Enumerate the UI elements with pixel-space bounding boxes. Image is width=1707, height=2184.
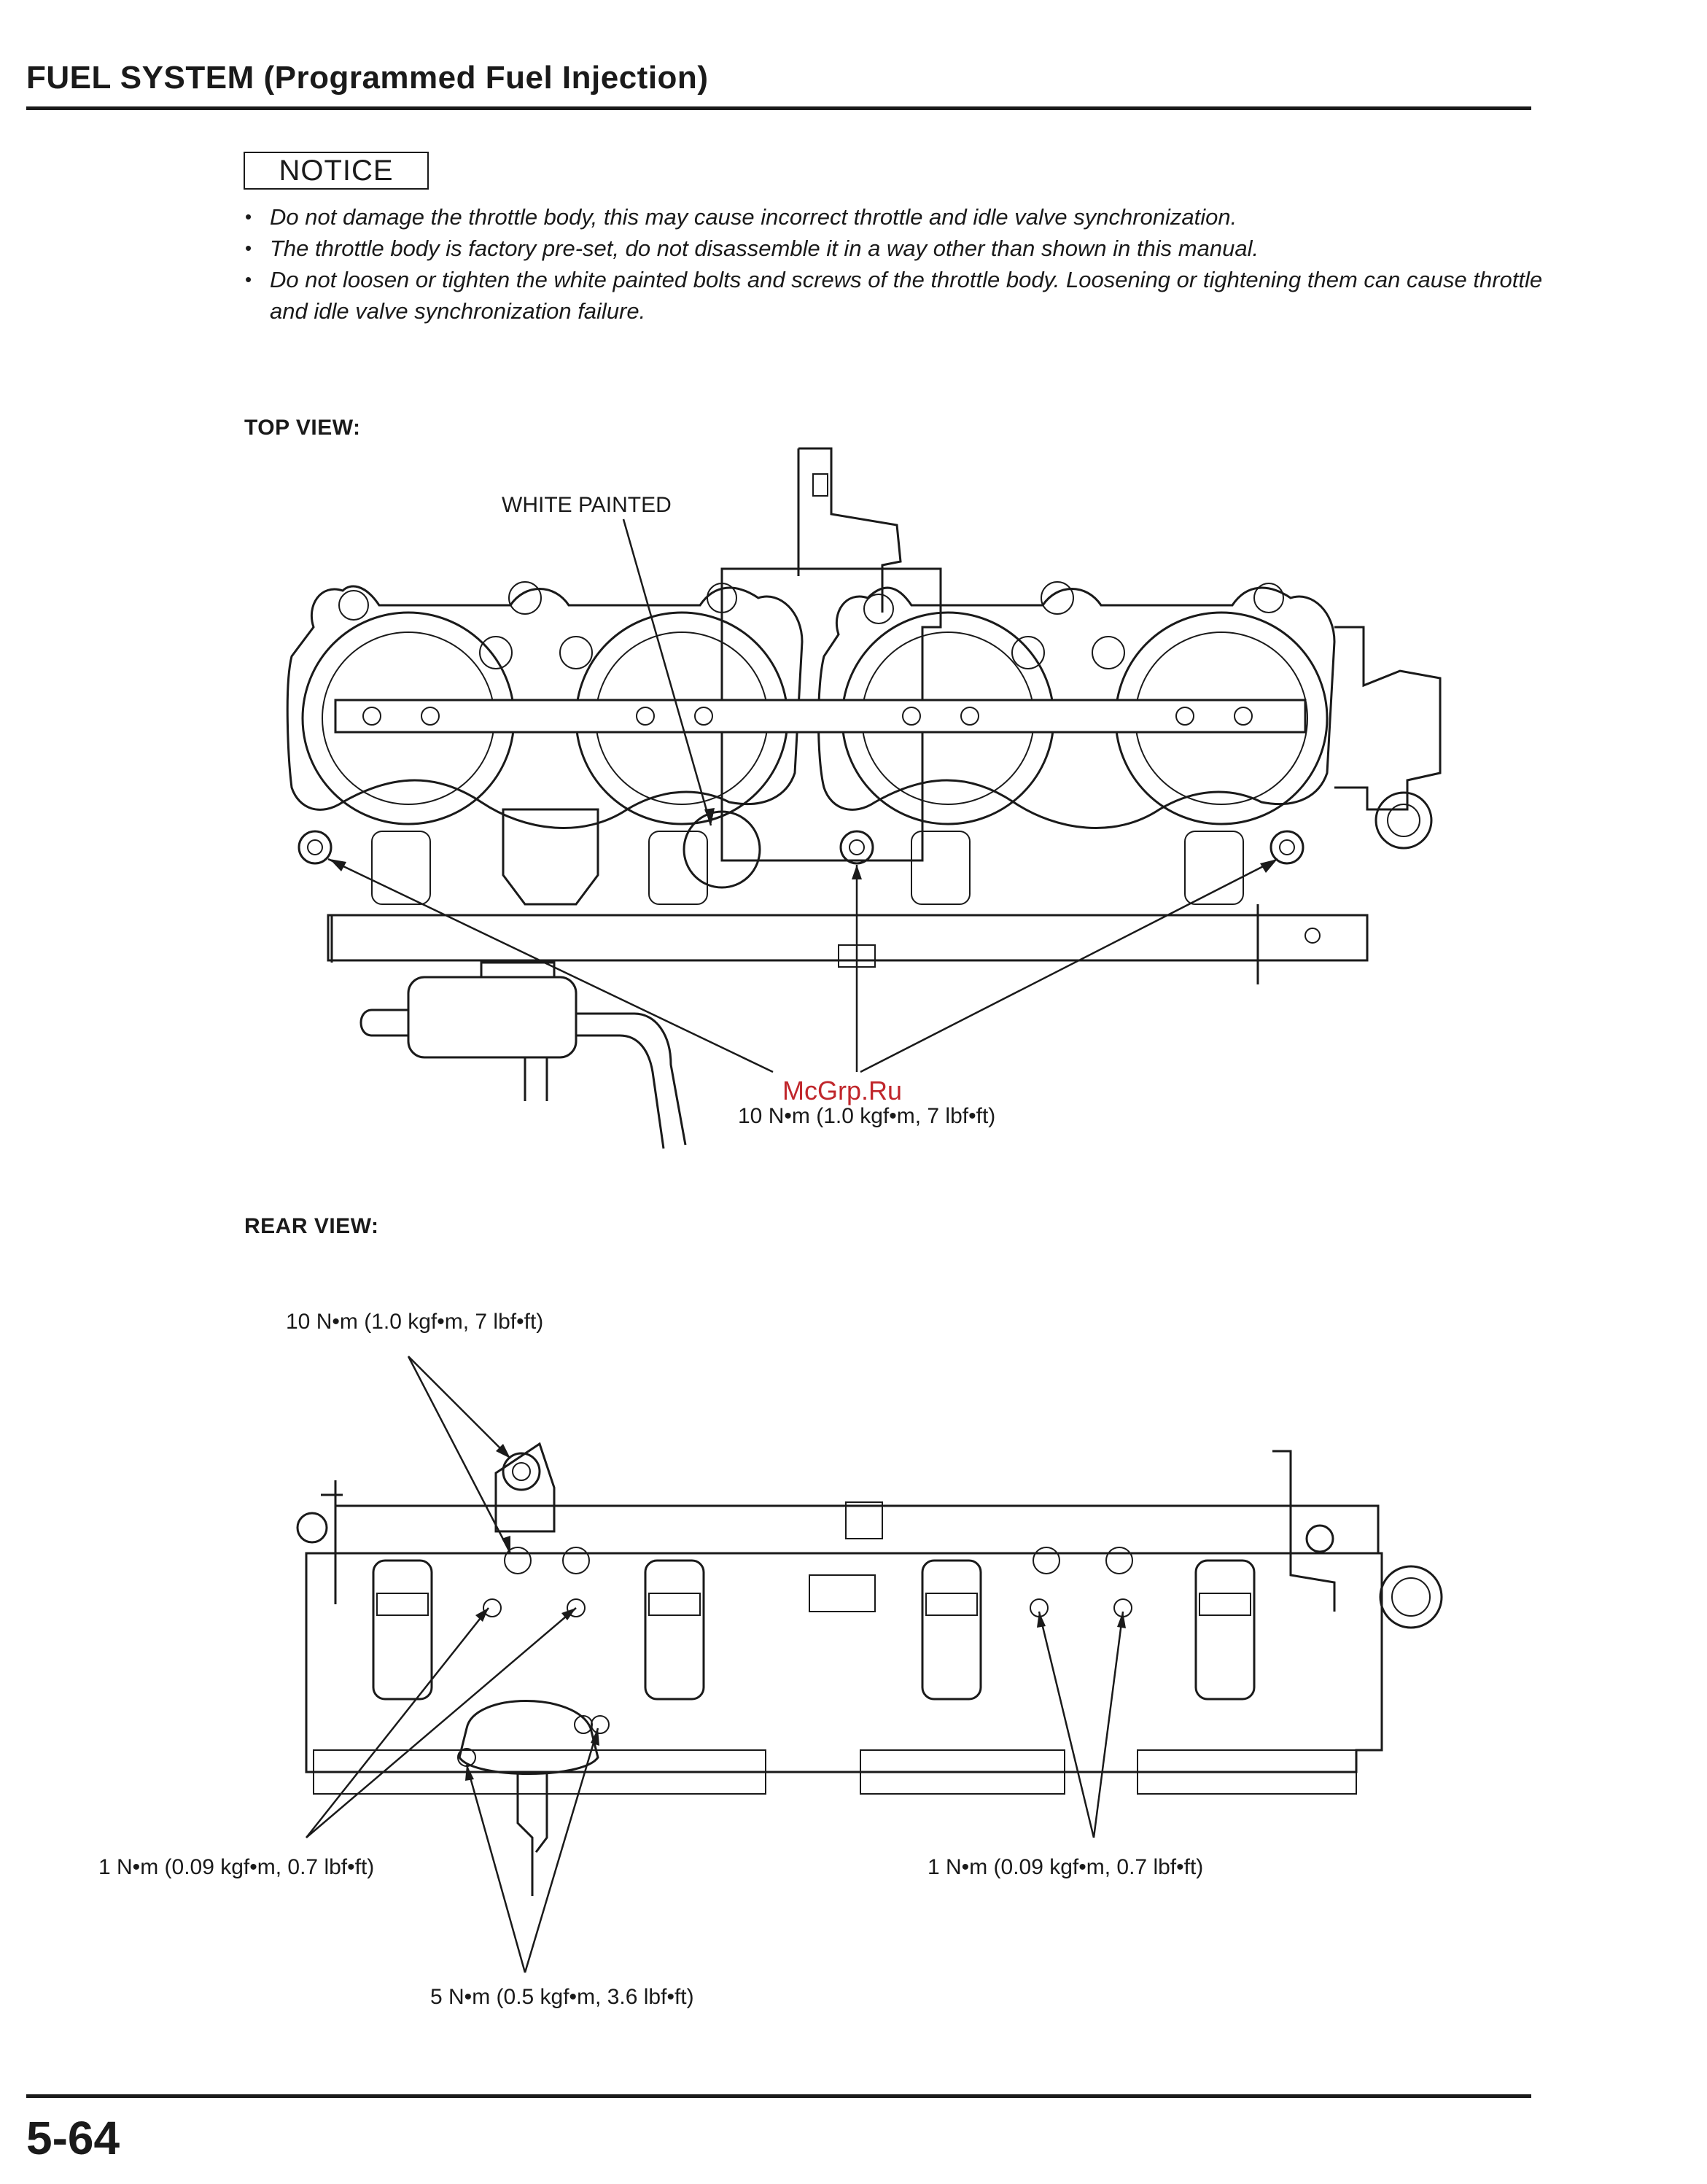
rear-view-torque-right-callout: 1 N•m (0.09 kgf•m, 0.7 lbf•ft) <box>928 1855 1204 1879</box>
top-view-label: TOP VIEW: <box>244 416 361 440</box>
footer-rule <box>26 2094 1531 2098</box>
header-rule <box>26 106 1531 110</box>
white-painted-callout: WHITE PAINTED <box>502 493 672 517</box>
top-view-drawing <box>286 447 1442 1149</box>
rear-view-drawing <box>296 1442 1443 1896</box>
top-view-torque-callout: 10 N•m (1.0 kgf•m, 7 lbf•ft) <box>738 1104 996 1128</box>
rear-view-label: REAR VIEW: <box>244 1214 379 1238</box>
notice-item: The throttle body is factory pre-set, do… <box>241 233 1546 264</box>
rear-view-torque-bottom-callout: 5 N•m (0.5 kgf•m, 3.6 lbf•ft) <box>430 1985 694 2009</box>
notice-item: Do not loosen or tighten the white paint… <box>241 264 1546 327</box>
notice-label: NOTICE <box>244 152 429 190</box>
notice-list: Do not damage the throttle body, this ma… <box>241 201 1546 327</box>
notice-item: Do not damage the throttle body, this ma… <box>241 201 1546 233</box>
page-number: 5-64 <box>26 2112 120 2164</box>
page-header-title: FUEL SYSTEM (Programmed Fuel Injection) <box>26 60 709 96</box>
rear-view-torque-top-callout: 10 N•m (1.0 kgf•m, 7 lbf•ft) <box>286 1310 544 1334</box>
rear-view-leaders <box>306 1356 1126 1973</box>
watermark: McGrp.Ru <box>782 1076 903 1105</box>
top-view-leaders <box>327 518 1278 1073</box>
rear-view-torque-left-callout: 1 N•m (0.09 kgf•m, 0.7 lbf•ft) <box>98 1855 375 1879</box>
